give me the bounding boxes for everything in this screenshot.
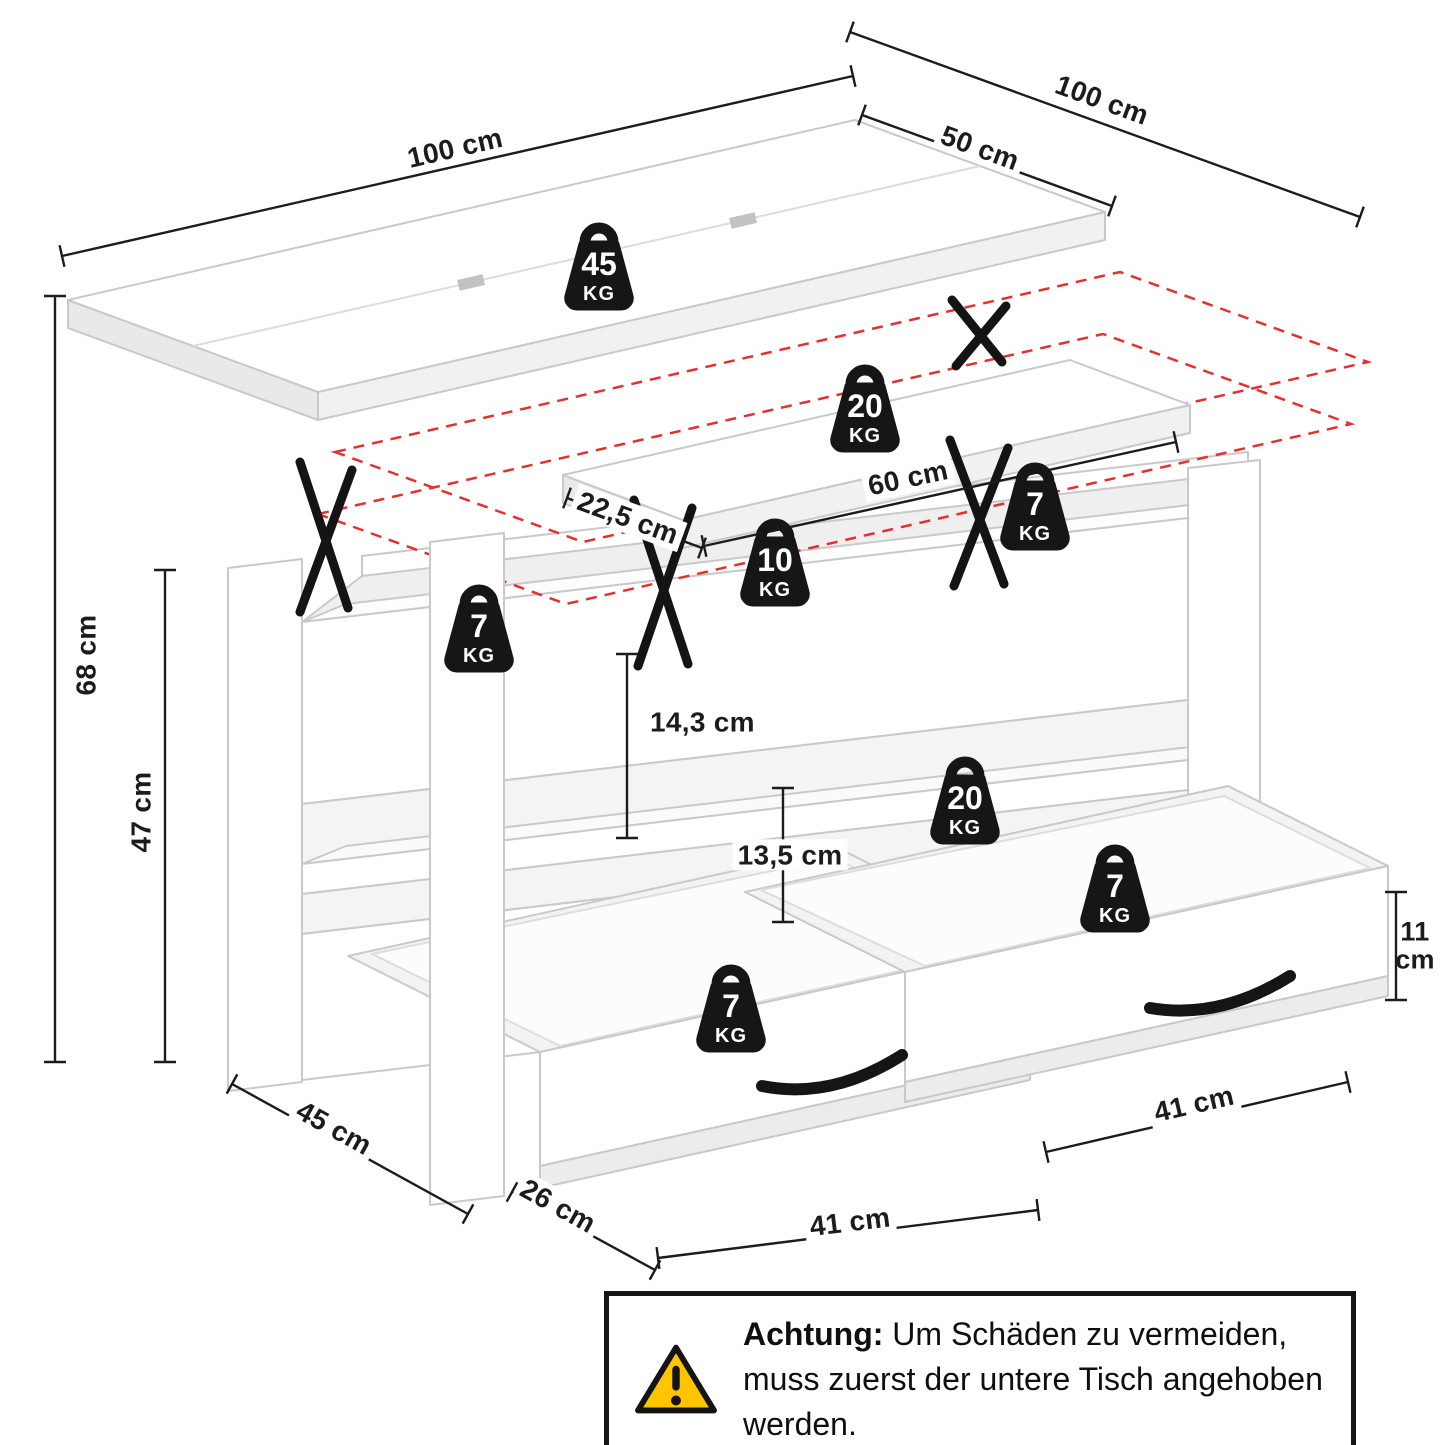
load-unit: KG bbox=[463, 645, 495, 667]
drawers bbox=[347, 785, 1389, 1189]
dim-label-shelf-clearance: 13,5 cm bbox=[732, 839, 848, 871]
load-value: 20 bbox=[947, 780, 983, 816]
load-unit: KG bbox=[949, 817, 981, 839]
load-value: 7 bbox=[1106, 868, 1124, 904]
table-legs bbox=[227, 532, 505, 1206]
load-value: 7 bbox=[470, 608, 488, 644]
load-unit: KG bbox=[715, 1025, 747, 1047]
dim-label-lift-inner-depth: 14,3 cm bbox=[650, 706, 755, 738]
table-leg bbox=[227, 558, 303, 1092]
weight-icon bbox=[1080, 844, 1150, 933]
weight-icon bbox=[740, 518, 810, 607]
dim-label-height-open: 68 cm bbox=[70, 609, 102, 701]
load-unit: KG bbox=[759, 579, 791, 601]
warning-message: Um Schäden zu vermeiden, muss zuerst der… bbox=[743, 1316, 1323, 1442]
load-unit: KG bbox=[1019, 523, 1051, 545]
dim-label-height-closed: 47 cm bbox=[125, 766, 157, 858]
warning-box: Achtung: Um Schäden zu vermeiden, muss z… bbox=[604, 1291, 1356, 1445]
load-value: 45 bbox=[581, 246, 617, 282]
load-unit: KG bbox=[1099, 905, 1131, 927]
left-drawer-handle bbox=[756, 1049, 908, 1096]
warning-text: Achtung: Um Schäden zu vermeiden, muss z… bbox=[743, 1312, 1327, 1445]
weight-icon bbox=[930, 756, 1000, 845]
load-unit: KG bbox=[583, 283, 615, 305]
warning-label: Achtung: bbox=[743, 1316, 884, 1352]
weight-icon bbox=[444, 584, 514, 673]
load-value: 10 bbox=[757, 542, 793, 578]
load-unit: KG bbox=[849, 425, 881, 447]
dim-label-drawer-front-height: 11 cm bbox=[1395, 916, 1435, 975]
hinge bbox=[729, 212, 758, 229]
weight-icon bbox=[564, 222, 634, 311]
warning-triangle-icon bbox=[635, 1344, 717, 1414]
weight-icon bbox=[696, 964, 766, 1053]
right-drawer-handle bbox=[1144, 970, 1296, 1017]
weight-icon bbox=[830, 364, 900, 453]
load-value: 7 bbox=[722, 988, 740, 1024]
load-value: 20 bbox=[847, 388, 883, 424]
weight-icon bbox=[1000, 462, 1070, 551]
load-value: 7 bbox=[1026, 486, 1044, 522]
table-leg bbox=[429, 532, 505, 1206]
hinge bbox=[457, 274, 486, 291]
